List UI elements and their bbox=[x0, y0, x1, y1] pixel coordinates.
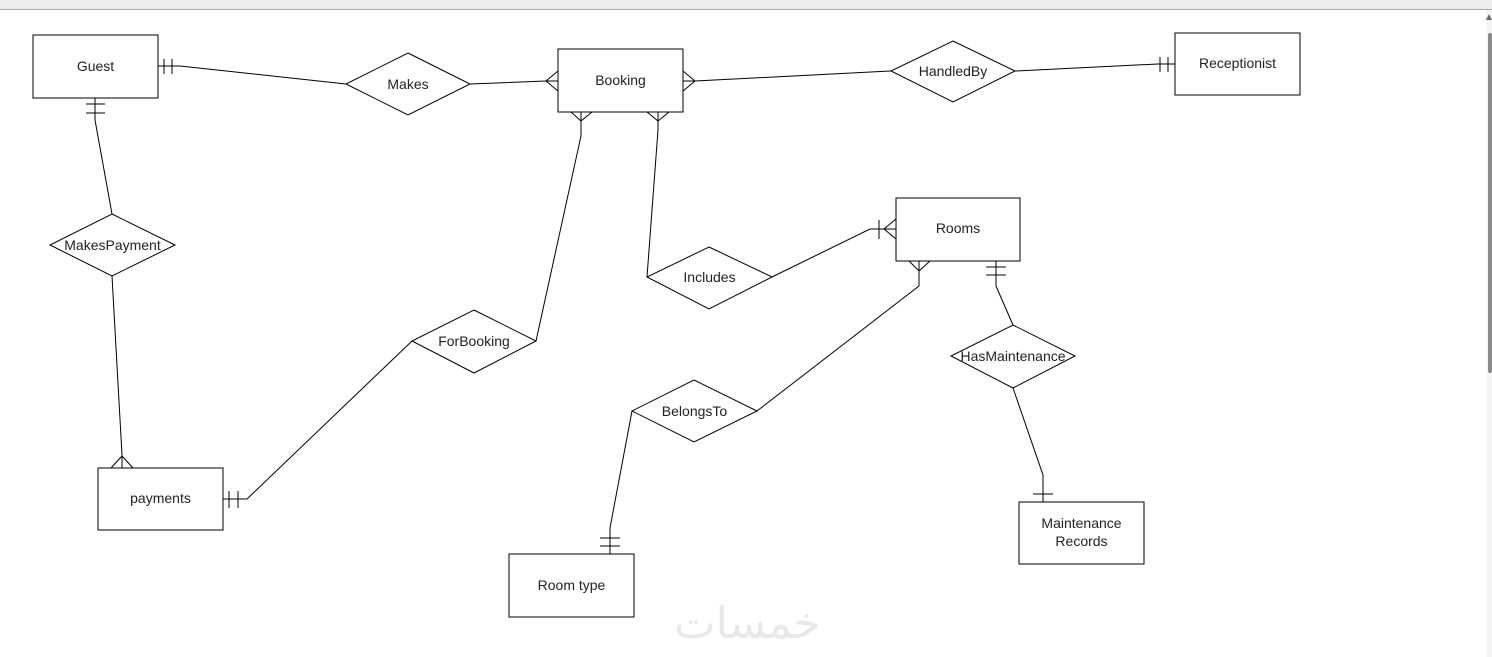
relationship-handledby-label: HandledBy bbox=[919, 63, 988, 79]
edge-belongsto-roomtype bbox=[609, 410, 633, 554]
entity-payments[interactable]: payments bbox=[97, 467, 224, 531]
entity-room-type-label: Room type bbox=[538, 577, 606, 593]
many-marker-rooms-belongsto bbox=[908, 260, 931, 272]
relationship-makes[interactable]: Makes bbox=[344, 52, 472, 116]
one-or-many-marker-rooms bbox=[878, 218, 897, 240]
many-marker-booking-handledby bbox=[682, 70, 696, 92]
edge-makes-booking bbox=[469, 80, 558, 85]
edge-guest-makespayment bbox=[94, 98, 113, 215]
entity-room-type[interactable]: Room type bbox=[508, 553, 635, 618]
scrollbar-thumb[interactable] bbox=[1488, 33, 1492, 373]
edge-booking-includes bbox=[646, 112, 659, 278]
entity-rooms-label: Rooms bbox=[936, 220, 980, 236]
relationship-belongsto[interactable]: BelongsTo bbox=[630, 379, 759, 443]
relationship-hasmaintenance-label: HasMaintenance bbox=[960, 348, 1065, 364]
edges bbox=[86, 57, 1175, 554]
one-and-only-one-marker-payments bbox=[228, 491, 239, 508]
edge-makespayment-payments bbox=[111, 275, 123, 468]
relationship-forbooking[interactable]: ForBooking bbox=[410, 309, 538, 374]
top-toolbar-strip bbox=[0, 0, 1492, 10]
entity-receptionist-label: Receptionist bbox=[1199, 55, 1276, 71]
one-and-only-one-marker-roomtype bbox=[600, 537, 620, 547]
many-marker-booking-includes bbox=[646, 111, 670, 122]
relationship-belongsto-label: BelongsTo bbox=[662, 403, 728, 419]
entity-maintenance-label-line1: Maintenance bbox=[1041, 515, 1121, 531]
relationship-hasmaintenance[interactable]: HasMaintenance bbox=[949, 324, 1077, 389]
many-marker-makes-booking bbox=[545, 70, 559, 92]
entity-booking[interactable]: Booking bbox=[557, 48, 684, 113]
entity-guest[interactable]: Guest bbox=[32, 34, 159, 99]
relationship-makespayment-label: MakesPayment bbox=[64, 237, 161, 253]
one-and-only-one-marker-guest-makespayment bbox=[86, 103, 105, 114]
entity-receptionist[interactable]: Receptionist bbox=[1174, 32, 1301, 96]
relationship-includes[interactable]: Includes bbox=[645, 246, 774, 310]
relationship-includes-label: Includes bbox=[683, 269, 735, 285]
edge-guest-makes bbox=[158, 65, 347, 85]
relationship-handledby[interactable]: HandledBy bbox=[889, 40, 1017, 103]
one-and-only-one-marker-receptionist bbox=[1159, 57, 1169, 72]
entity-guest-label: Guest bbox=[77, 58, 114, 74]
entity-maintenance-records[interactable]: Maintenance Records bbox=[1018, 501, 1145, 565]
edge-rooms-belongsto bbox=[756, 261, 920, 412]
edge-payments-forbooking bbox=[223, 340, 413, 500]
watermark-logo: خمسات bbox=[674, 598, 821, 649]
scroll-up-arrow-icon[interactable] bbox=[1486, 14, 1492, 20]
edge-includes-rooms bbox=[771, 228, 896, 278]
entity-rooms[interactable]: Rooms bbox=[895, 197, 1021, 262]
edge-forbooking-booking bbox=[535, 112, 582, 342]
edge-booking-handledby bbox=[683, 70, 892, 82]
relationship-makespayment[interactable]: MakesPayment bbox=[48, 213, 177, 277]
edge-rooms-hasmaintenance bbox=[995, 261, 1014, 326]
edge-hasmaintenance-maintenance bbox=[1012, 387, 1044, 502]
entity-booking-label: Booking bbox=[595, 72, 646, 88]
relationship-forbooking-label: ForBooking bbox=[438, 333, 510, 349]
relationship-makes-label: Makes bbox=[387, 76, 428, 92]
many-marker-payments bbox=[110, 455, 134, 469]
edge-handledby-receptionist bbox=[1014, 63, 1175, 72]
one-and-only-one-marker-rooms-hasmaintenance bbox=[986, 266, 1006, 276]
entity-payments-label: payments bbox=[130, 490, 191, 506]
one-and-only-one-marker-guest-makes bbox=[163, 59, 173, 74]
entity-maintenance-label-line2: Records bbox=[1055, 533, 1107, 549]
many-marker-booking-forbooking bbox=[570, 111, 593, 122]
